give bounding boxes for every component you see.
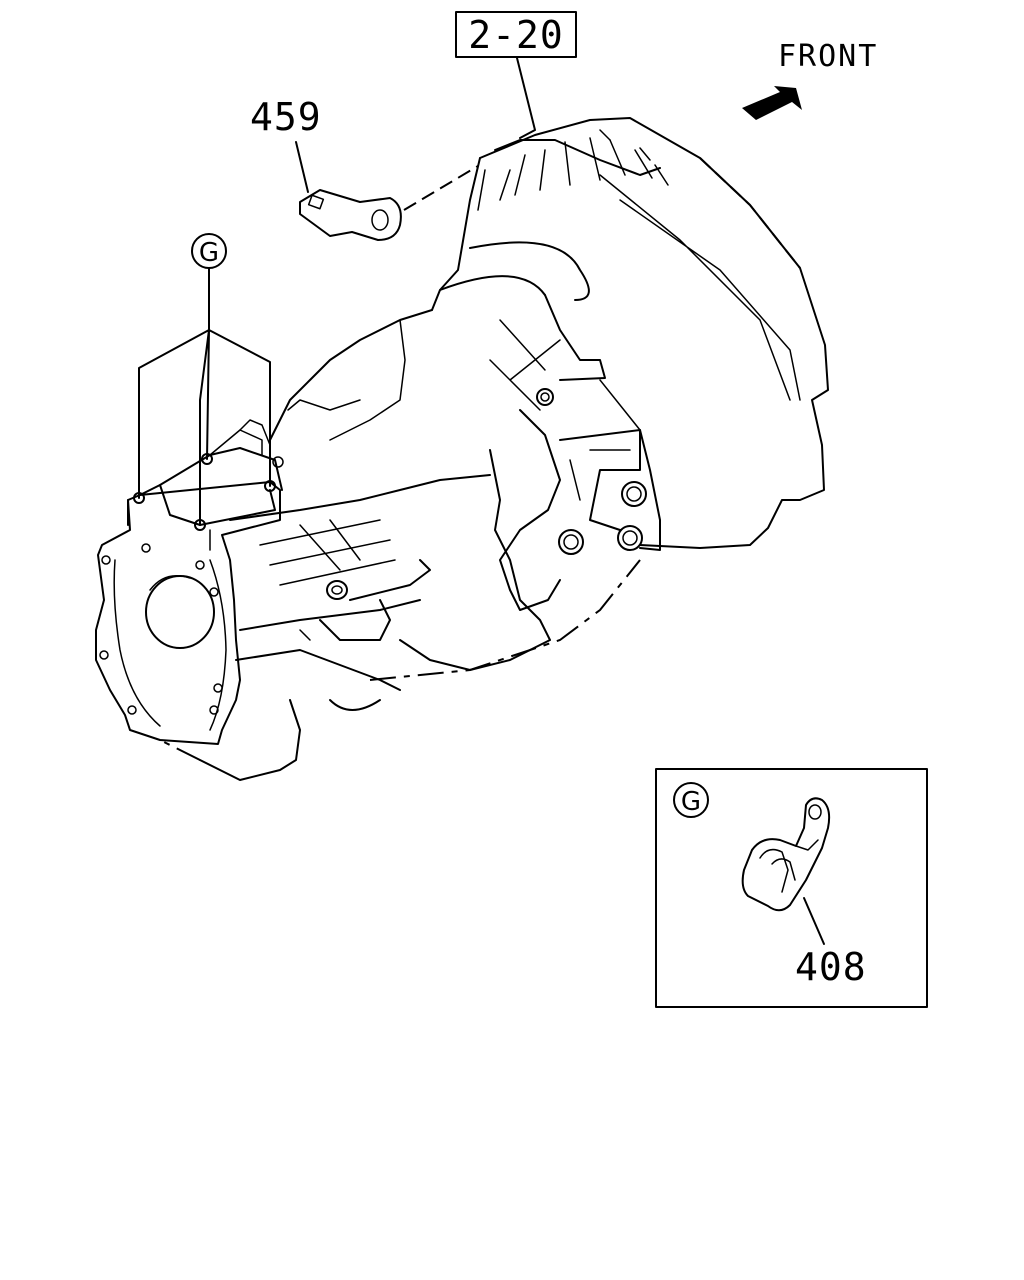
part-459-group[interactable]: 459 xyxy=(250,95,479,241)
part-459-leader xyxy=(295,141,309,193)
part-459-bolt-hole xyxy=(371,209,389,231)
reference-box[interactable]: 2-20 xyxy=(455,11,577,58)
transmission-housing xyxy=(95,117,829,781)
part-459-bracket xyxy=(299,189,402,241)
part-408-leader xyxy=(803,897,825,945)
part-408-label: 408 xyxy=(795,945,867,989)
callout-leader-lines xyxy=(138,329,271,526)
part-408-clip xyxy=(741,797,831,912)
detail-inset-letter: G xyxy=(681,787,701,817)
detail-callout-g[interactable]: G xyxy=(138,233,271,526)
detail-callout-letter: G xyxy=(199,238,219,268)
part-459-label: 459 xyxy=(250,95,322,139)
reference-leader-line xyxy=(516,57,536,139)
reference-box-label: 2-20 xyxy=(468,13,564,57)
part-459-square-hole xyxy=(307,194,325,210)
part-408-group[interactable]: 408 xyxy=(741,797,867,989)
front-direction-indicator: FRONT xyxy=(742,39,878,120)
front-arrow-icon xyxy=(742,86,802,120)
detail-inset-box: G xyxy=(655,768,928,1008)
front-label: FRONT xyxy=(778,39,878,74)
part-459-mount-line xyxy=(403,165,479,211)
